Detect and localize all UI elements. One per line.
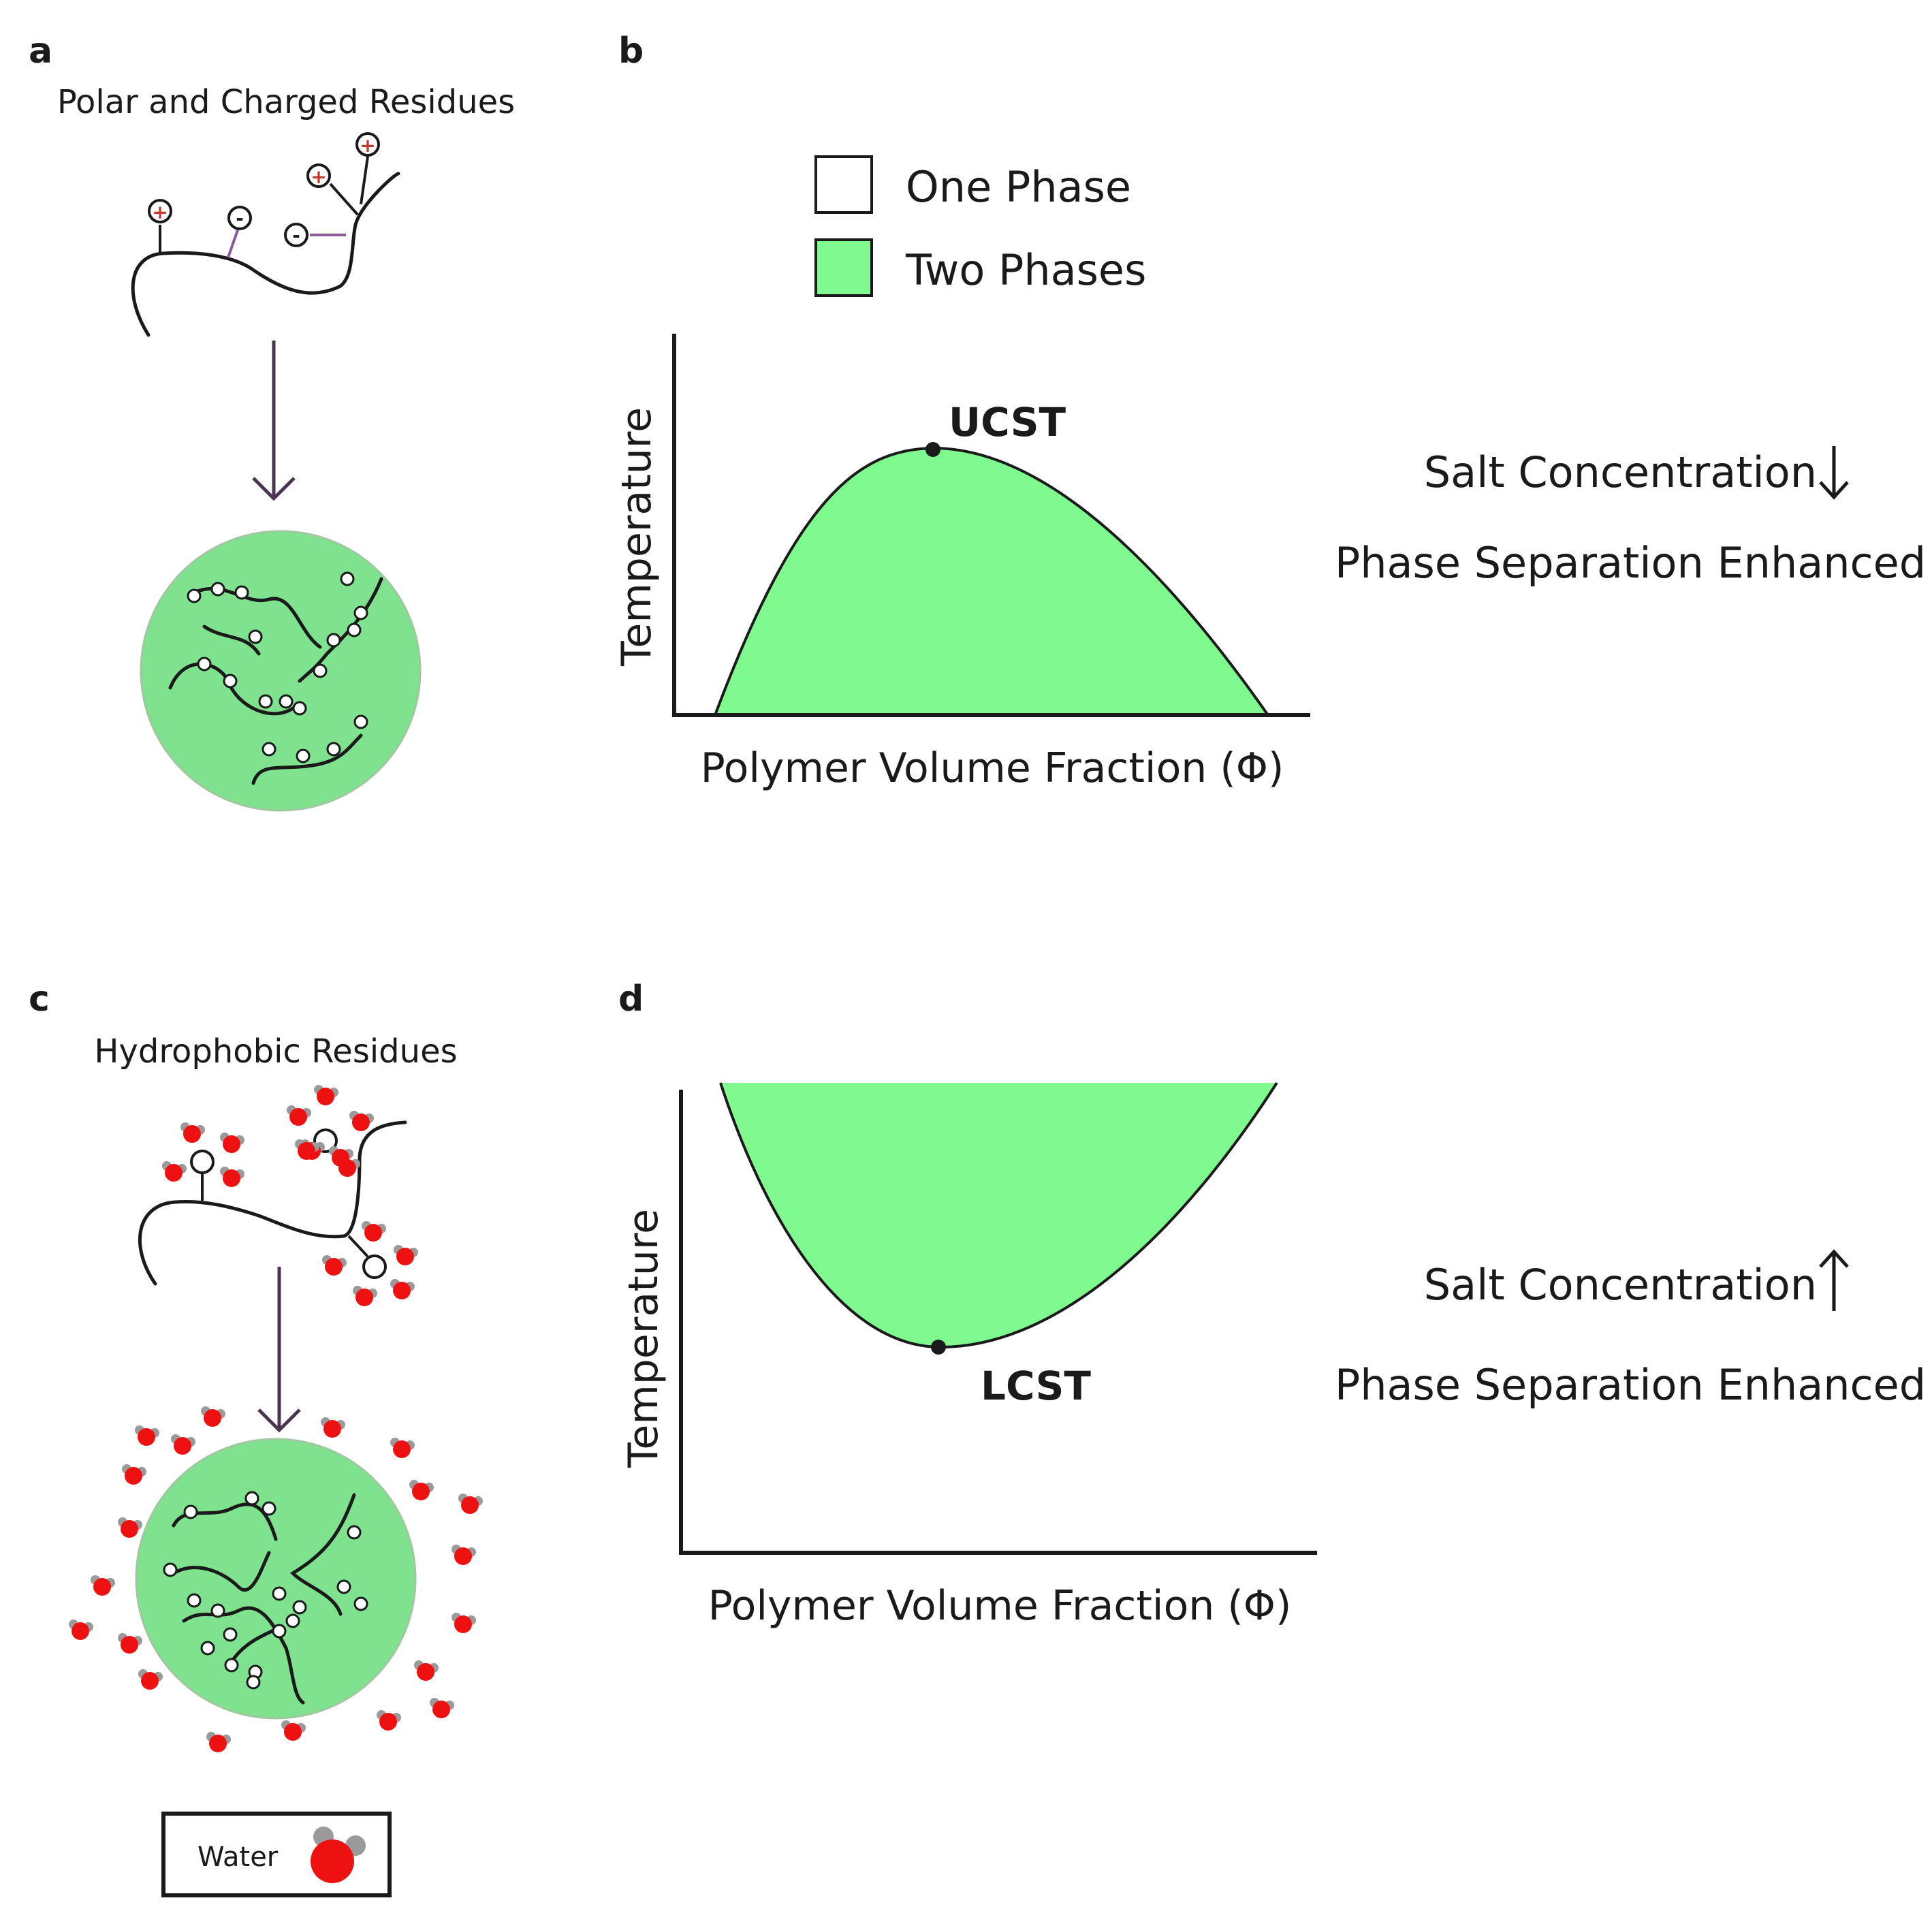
water-legend: Water [161, 1812, 392, 1897]
ucst-label: UCST [949, 399, 1066, 445]
svg-text:+: + [152, 201, 168, 223]
charged-polymer-chain: + - - + + [131, 132, 400, 337]
panel-letter-d: d [618, 979, 644, 1020]
positive-charge-icon: + [355, 132, 380, 157]
svg-text:+: + [311, 165, 326, 188]
down-arrow-icon [1819, 446, 1849, 500]
salt-effect-b: Salt Concentration Phase Separation Enha… [1335, 446, 1926, 588]
ucst-point [925, 442, 940, 457]
panel-b: b One Phase Two Phases UCST Temperature … [613, 31, 1926, 792]
negative-charge-icon: - [227, 206, 252, 230]
x-axis-label-b: Polymer Volume Fraction (Φ) [701, 744, 1284, 792]
panel-c-label: Hydrophobic Residues [94, 1032, 457, 1071]
salt-concentration-label-b: Salt Concentration [1424, 447, 1817, 497]
two-phases-swatch [814, 238, 873, 297]
hydrophobic-polymer-chain [138, 1085, 418, 1306]
panel-a: a Polar and Charged Residues + - - [29, 31, 515, 812]
y-axis-label-b: Temperature [613, 407, 661, 667]
positive-charge-icon: + [148, 199, 172, 223]
lcst-point [931, 1340, 946, 1355]
down-arrow-icon [257, 1267, 301, 1433]
condensate-droplet [140, 530, 422, 812]
legend-two-phases: Two Phases [905, 245, 1146, 295]
phase-separation-label-b: Phase Separation Enhanced [1335, 538, 1926, 588]
panel-letter-b: b [618, 31, 644, 72]
two-phase-region-lcst [720, 1083, 1277, 1348]
panel-c: c Hydrophobic Residues [29, 979, 483, 1897]
one-phase-swatch [814, 155, 873, 214]
panel-a-label: Polar and Charged Residues [57, 83, 515, 121]
salt-concentration-label-d: Salt Concentration [1424, 1260, 1817, 1310]
panel-d: d LCST Temperature Polymer Volume Fracti… [618, 979, 1926, 1630]
panel-letter-c: c [29, 979, 50, 1020]
positive-charge-icon: + [306, 163, 331, 188]
x-axis-label-d: Polymer Volume Fraction (Φ) [708, 1582, 1292, 1630]
svg-text:-: - [236, 207, 244, 230]
y-axis-label-d: Temperature [620, 1209, 667, 1468]
svg-text:-: - [292, 224, 300, 247]
water-legend-label: Water [197, 1842, 279, 1873]
hydrophobic-droplet [69, 1406, 483, 1752]
two-phase-region-ucst [715, 448, 1268, 715]
ucst-chart: UCST Temperature Polymer Volume Fraction… [613, 334, 1310, 792]
svg-text:+: + [360, 134, 375, 157]
down-arrow-icon [252, 341, 296, 501]
negative-charge-icon: - [284, 223, 308, 247]
lcst-label: LCST [981, 1363, 1091, 1409]
legend-one-phase: One Phase [906, 162, 1131, 212]
up-arrow-icon [1819, 1249, 1849, 1311]
panel-letter-a: a [29, 31, 52, 72]
phase-separation-label-d: Phase Separation Enhanced [1335, 1360, 1926, 1410]
water-molecule-icon [311, 1827, 366, 1883]
lcst-chart: LCST Temperature Polymer Volume Fraction… [620, 1081, 1317, 1630]
legend: One Phase Two Phases [814, 155, 1146, 297]
salt-effect-d: Salt Concentration Phase Separation Enha… [1335, 1249, 1926, 1410]
